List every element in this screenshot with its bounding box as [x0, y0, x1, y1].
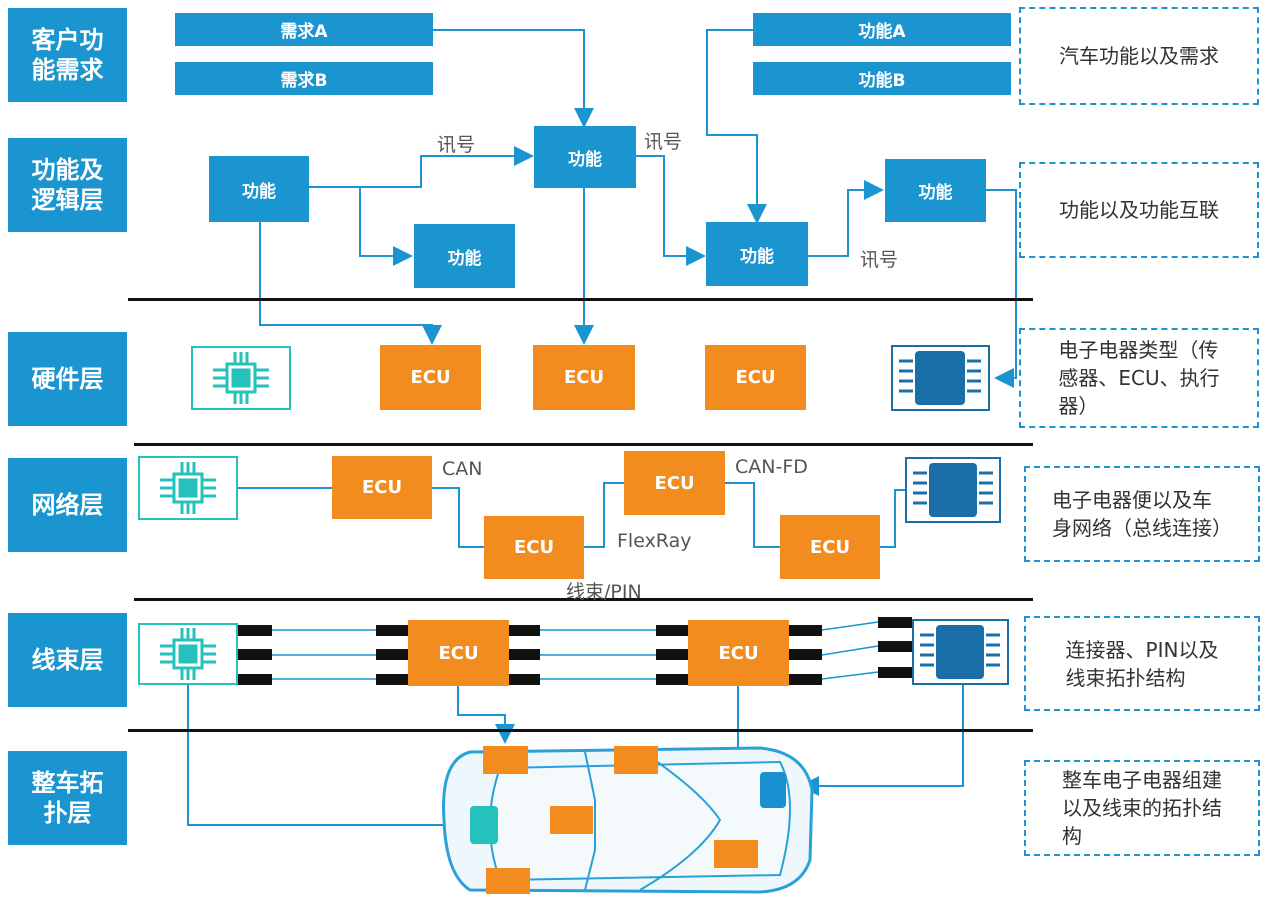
divider-4	[128, 729, 1033, 732]
car-ecu-2	[614, 746, 658, 774]
connector-pin	[509, 674, 540, 685]
ecu-harness-1: ECU	[408, 620, 509, 686]
chip-icon-harness	[138, 623, 238, 685]
ecu-hw-2: ECU	[533, 345, 635, 410]
function-box-small: 功能	[414, 224, 515, 288]
note-harness: 连接器、PIN以及 线束拓扑结构	[1024, 616, 1260, 711]
harness-to-car-arrow-4	[799, 684, 964, 796]
ecu-net-2: ECU	[484, 516, 584, 579]
layer-vehicle: 整车拓 扑层	[8, 751, 127, 845]
connector-pin	[656, 649, 688, 660]
signal-label-3: 讯号	[860, 249, 899, 271]
chip-icon	[191, 346, 291, 410]
function-a: 功能A	[753, 13, 1011, 46]
car-ecu-5	[486, 868, 530, 894]
function-box-right-top: 功能	[885, 159, 986, 222]
connector-pin	[789, 649, 822, 660]
connector-pin	[656, 674, 688, 685]
divider-3	[134, 598, 1033, 601]
requirement-a: 需求A	[175, 13, 433, 46]
function-box-left: 功能	[209, 156, 309, 222]
req-to-func-arrow	[433, 29, 594, 128]
module-icon-network	[905, 457, 1001, 523]
ecu-net-3: ECU	[624, 451, 725, 515]
ecu-hw-1: ECU	[380, 345, 481, 410]
bus-label-can-fd: CAN-FD	[735, 456, 808, 478]
signal-arrow-2	[636, 155, 706, 266]
connector-pin	[878, 667, 912, 678]
car-ecu-1	[483, 746, 528, 774]
layer-customer: 客户功 能需求	[8, 8, 127, 102]
harness-wires	[272, 621, 879, 680]
connector-pin	[238, 649, 272, 660]
connector-pin	[656, 625, 688, 636]
function-box-center: 功能	[534, 126, 636, 188]
signal-label-2: 讯号	[644, 131, 683, 153]
signal-label-1: 讯号	[437, 134, 476, 156]
layer-network: 网络层	[8, 458, 127, 552]
connector-pin	[238, 674, 272, 685]
harness-to-car-arrow-1	[457, 686, 515, 744]
note-network: 电子电器便以及车 身网络（总线连接）	[1024, 466, 1260, 562]
bus-line-4	[725, 482, 780, 548]
note-hardware: 电子电器类型（传 感器、ECU、执行 器）	[1019, 328, 1259, 428]
divider-1	[128, 298, 1033, 301]
module-icon-harness	[912, 619, 1009, 685]
func-to-ecu-arrow-1	[259, 222, 442, 345]
connector-pin	[376, 674, 408, 685]
funcA-to-func-arrow	[706, 29, 767, 224]
bus-line-5	[880, 489, 905, 548]
layer-hardware: 硬件层	[8, 332, 127, 426]
signal-arrow-1	[309, 146, 534, 188]
function-b: 功能B	[753, 62, 1011, 95]
bus-line-3	[584, 482, 624, 548]
chip-icon-network	[138, 456, 238, 520]
connector-pin	[376, 625, 408, 636]
signal-arrow-3	[808, 180, 884, 257]
note-customer: 汽车功能以及需求	[1019, 7, 1259, 105]
note-vehicle: 整车电子电器组建 以及线束的拓扑结 构	[1024, 760, 1260, 856]
connector-pin	[376, 649, 408, 660]
bus-label-flexray: FlexRay	[617, 530, 692, 552]
ecu-hw-3: ECU	[705, 345, 806, 410]
connector-pin	[509, 625, 540, 636]
car-ecu-3	[550, 806, 593, 834]
harness-to-car-arrow-2	[187, 684, 470, 835]
layer-harness: 线束层	[8, 613, 127, 707]
connector-pin	[789, 625, 822, 636]
note-function: 功能以及功能互联	[1019, 162, 1259, 258]
func-to-module-arrow	[986, 189, 1017, 388]
car-ecu-4	[714, 840, 758, 868]
connector-pin	[789, 674, 822, 685]
bus-label-can: CAN	[442, 458, 483, 480]
divider-2	[134, 443, 1033, 446]
bus-label-wire-pin: 线束/PIN	[566, 581, 642, 603]
layer-function: 功能及 逻辑层	[8, 138, 127, 232]
connector-pin	[238, 625, 272, 636]
bus-line-2	[432, 487, 484, 548]
requirement-b: 需求B	[175, 62, 433, 95]
module-icon	[891, 345, 990, 411]
car-module-component	[760, 772, 786, 808]
connector-pin	[878, 617, 912, 628]
ecu-net-1: ECU	[332, 456, 432, 519]
func-branch-arrow	[359, 187, 413, 266]
function-box-right-bottom: 功能	[706, 222, 808, 286]
car-chip-component	[470, 806, 498, 844]
ecu-net-4: ECU	[780, 515, 880, 579]
ecu-harness-2: ECU	[688, 620, 789, 686]
connector-pin	[878, 641, 912, 652]
connector-pin	[509, 649, 540, 660]
